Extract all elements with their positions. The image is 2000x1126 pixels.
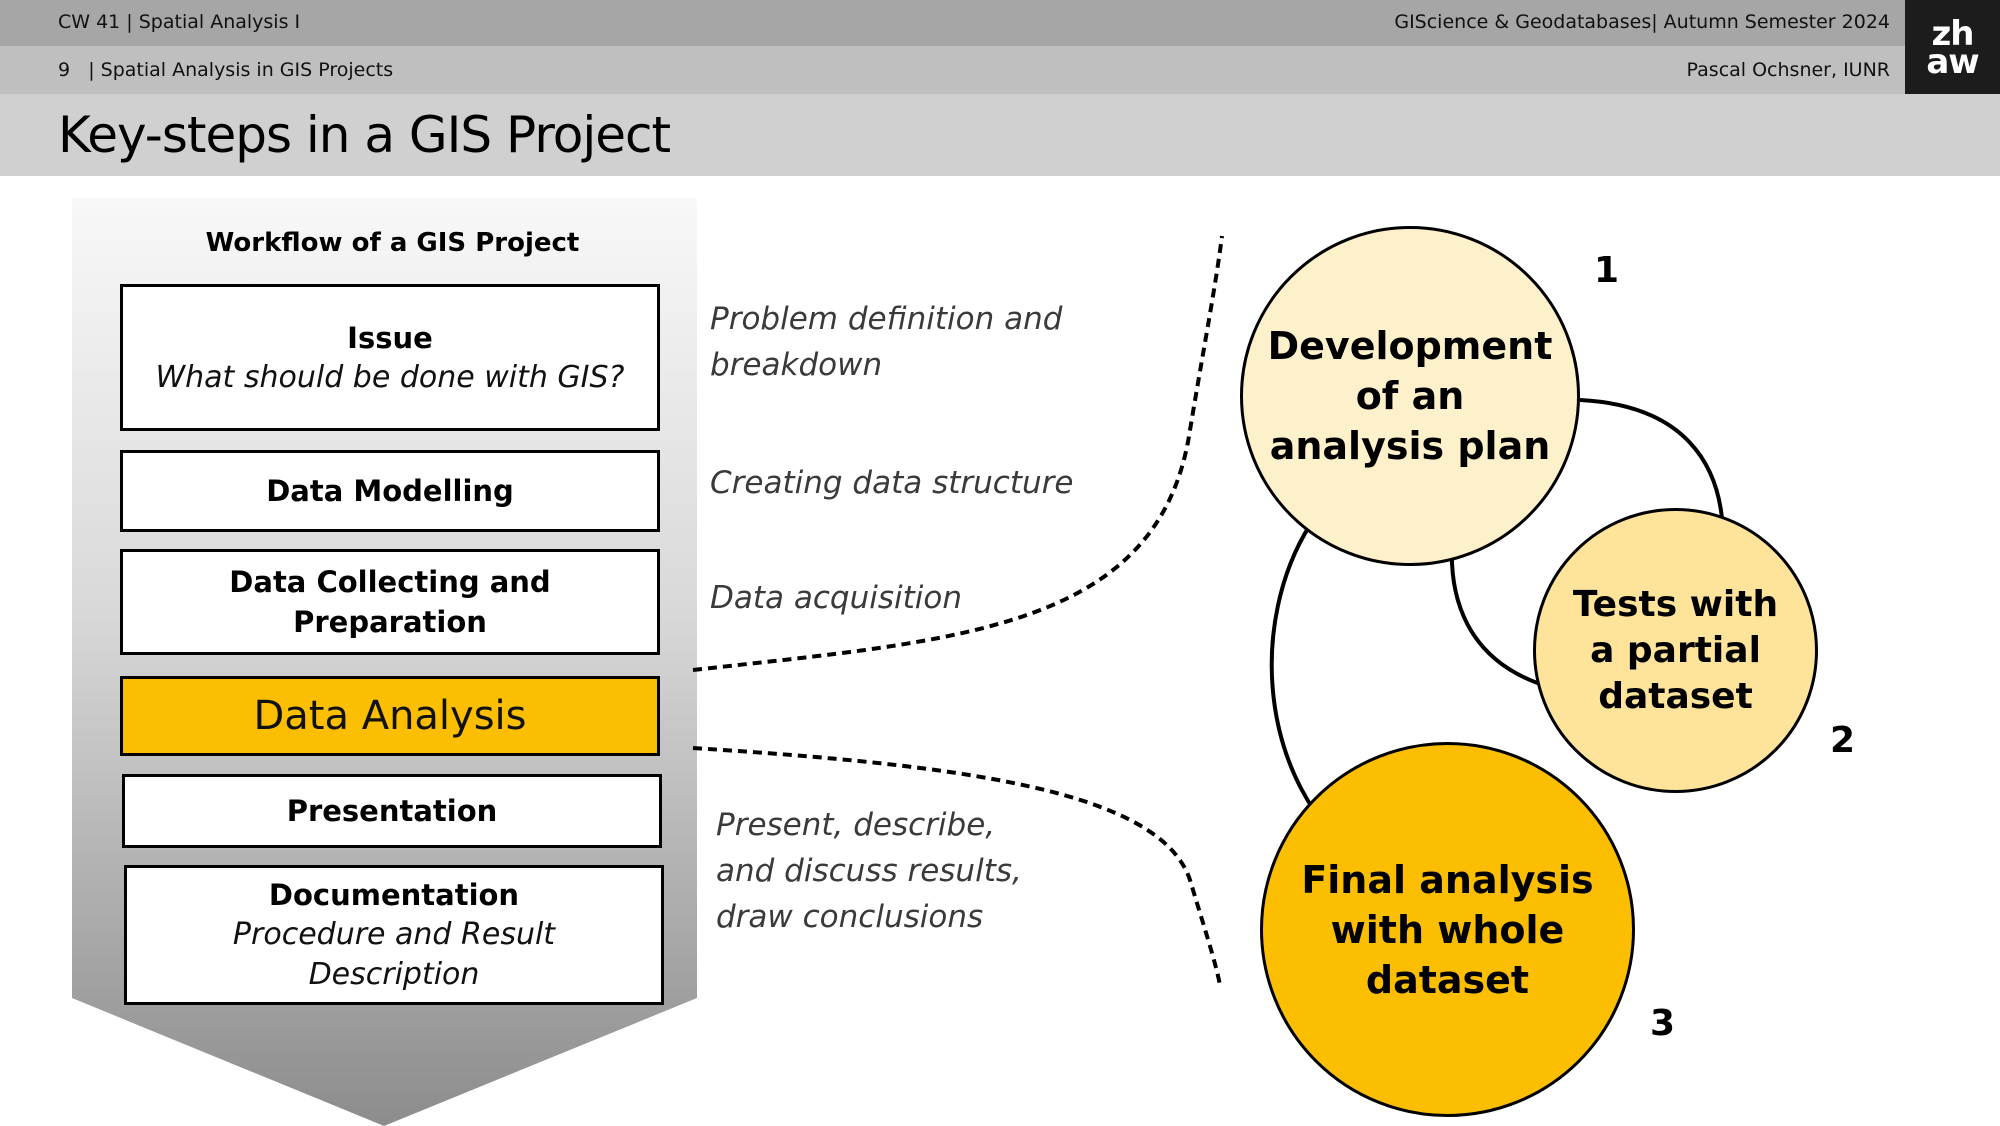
step-sublabel: What should be done with GIS? bbox=[155, 359, 625, 395]
node-analysis-plan: Development of an analysis plan bbox=[1240, 226, 1580, 566]
workflow-title: Workflow of a GIS Project bbox=[205, 228, 580, 258]
header-bar-second bbox=[0, 46, 1905, 94]
node-number-3: 3 bbox=[1650, 1003, 1676, 1044]
step-label: Data Collecting and Preparation bbox=[229, 565, 551, 639]
logo-text-top: zh bbox=[1931, 14, 1975, 54]
node-partial-tests: Tests with a partial dataset bbox=[1533, 508, 1818, 793]
course-label: CW 41 | Spatial Analysis I bbox=[58, 11, 301, 33]
slide-section-label: 9 | Spatial Analysis in GIS Projects bbox=[58, 59, 394, 81]
workflow-step-data-analysis: Data Analysis bbox=[120, 676, 660, 756]
module-label: GIScience & Geodatabases| Autumn Semeste… bbox=[1394, 11, 1890, 33]
description-issue: Problem definition and breakdown bbox=[710, 301, 1063, 383]
workflow-step-data-collecting: Data Collecting and Preparation bbox=[120, 549, 660, 655]
step-label: Issue bbox=[347, 320, 433, 355]
step-label: Data Modelling bbox=[266, 474, 514, 508]
description-data-modelling: Creating data structure bbox=[710, 465, 1074, 501]
page-title: Key-steps in a GIS Project bbox=[58, 106, 671, 164]
step-label: Documentation bbox=[268, 878, 520, 912]
logo-text-bottom: aw bbox=[1926, 42, 1979, 82]
workflow-step-data-modelling: Data Modelling bbox=[120, 450, 660, 532]
arrow-plan-to-tests bbox=[1579, 398, 1736, 550]
author-label: Pascal Ochsner, IUNR bbox=[1686, 59, 1890, 81]
node-number-1: 1 bbox=[1594, 250, 1620, 291]
node-label: Tests with a partial dataset bbox=[1572, 583, 1779, 717]
node-label: Development of an analysis plan bbox=[1267, 324, 1553, 468]
title-bar bbox=[0, 94, 2000, 176]
description-data-collecting: Data acquisition bbox=[710, 580, 962, 616]
node-final-analysis: Final analysis with whole dataset bbox=[1260, 742, 1635, 1117]
workflow-step-presentation: Presentation bbox=[122, 774, 662, 848]
workflow-step-documentation: Documentation Procedure and Result Descr… bbox=[124, 865, 664, 1005]
dashed-connector-upper bbox=[692, 235, 1224, 672]
step-sublabel: Procedure and Result Description bbox=[232, 917, 556, 992]
step-label: Data Analysis bbox=[253, 693, 527, 739]
node-label: Final analysis with whole dataset bbox=[1301, 857, 1594, 1002]
workflow-step-issue: Issue What should be done with GIS? bbox=[120, 284, 660, 431]
header-bar-top bbox=[0, 0, 1905, 46]
step-label: Presentation bbox=[286, 794, 498, 828]
node-number-2: 2 bbox=[1830, 720, 1856, 761]
zhaw-logo: zh aw bbox=[1905, 0, 2000, 94]
description-presentation: Present, describe, and discuss results, … bbox=[716, 807, 1022, 935]
dashed-connector-lower bbox=[692, 746, 1222, 986]
